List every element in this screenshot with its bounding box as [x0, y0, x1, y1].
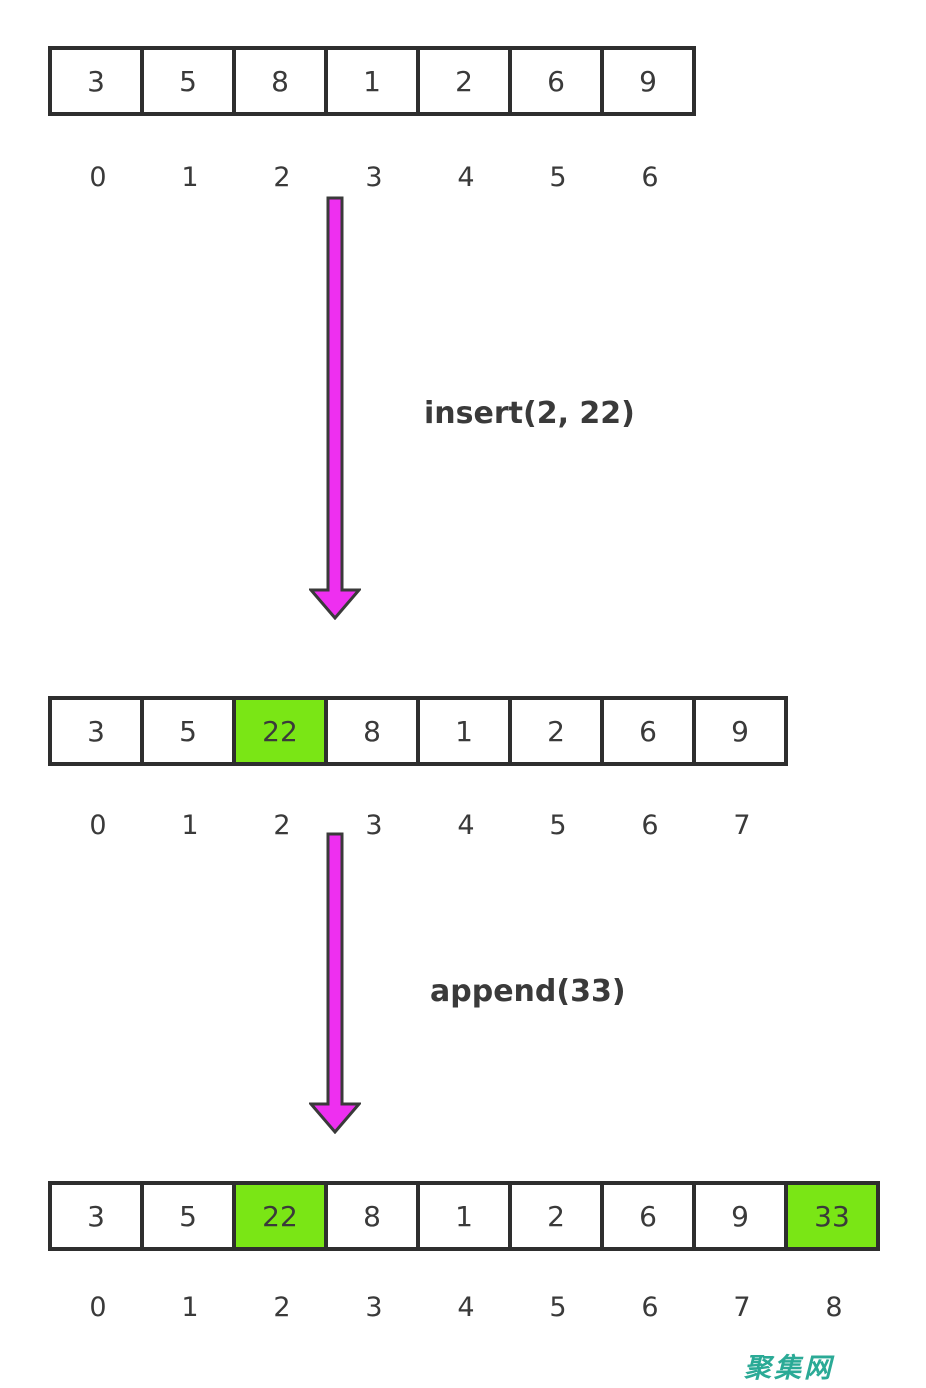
operation-label-append: append(33)	[430, 974, 626, 1009]
index-label: 6	[641, 1292, 659, 1323]
index-label: 0	[89, 162, 107, 193]
index-label: 2	[273, 162, 291, 193]
index-label: 2	[273, 1292, 291, 1323]
operation-label-insert: insert(2, 22)	[424, 396, 635, 431]
index-label: 3	[365, 162, 383, 193]
array-cell-inserted: 22	[232, 700, 324, 762]
index-label: 0	[89, 1292, 107, 1323]
index-label: 8	[825, 1292, 843, 1323]
index-label: 1	[181, 162, 199, 193]
index-row-initial: 0 1 2 3 4 5 6	[52, 162, 696, 193]
array-cell: 1	[324, 50, 416, 112]
index-label: 2	[273, 810, 291, 841]
index-label: 5	[549, 810, 567, 841]
index-label: 7	[733, 810, 751, 841]
array-initial: 3 5 8 1 2 6 9	[48, 46, 696, 116]
array-cell-appended: 33	[784, 1185, 876, 1247]
array-cell: 9	[600, 50, 692, 112]
array-cell: 2	[508, 1185, 600, 1247]
array-cell: 6	[508, 50, 600, 112]
index-label: 0	[89, 810, 107, 841]
index-label: 7	[733, 1292, 751, 1323]
index-label: 5	[549, 162, 567, 193]
index-row-after-insert: 0 1 2 3 4 5 6 7	[52, 810, 788, 841]
array-after-insert: 3 5 22 8 1 2 6 9	[48, 696, 788, 766]
index-label: 5	[549, 1292, 567, 1323]
array-cell: 9	[692, 700, 784, 762]
watermark-logo: 聚集网	[744, 1353, 834, 1384]
index-label: 6	[641, 162, 659, 193]
array-cell: 8	[324, 700, 416, 762]
array-cell: 6	[600, 1185, 692, 1247]
array-cell: 8	[324, 1185, 416, 1247]
array-cell: 8	[232, 50, 324, 112]
array-cell: 5	[140, 700, 232, 762]
index-label: 4	[457, 1292, 475, 1323]
array-cell: 3	[52, 50, 140, 112]
array-cell: 1	[416, 700, 508, 762]
array-cell: 2	[508, 700, 600, 762]
index-row-after-append: 0 1 2 3 4 5 6 7 8	[52, 1292, 880, 1323]
index-label: 4	[457, 162, 475, 193]
array-cell: 1	[416, 1185, 508, 1247]
array-cell: 2	[416, 50, 508, 112]
array-cell-inserted: 22	[232, 1185, 324, 1247]
index-label: 1	[181, 1292, 199, 1323]
array-cell: 3	[52, 1185, 140, 1247]
array-cell: 5	[140, 1185, 232, 1247]
array-cell: 6	[600, 700, 692, 762]
array-cell: 5	[140, 50, 232, 112]
index-label: 3	[365, 1292, 383, 1323]
index-label: 1	[181, 810, 199, 841]
down-arrow-icon	[309, 196, 361, 620]
index-label: 6	[641, 810, 659, 841]
array-after-append: 3 5 22 8 1 2 6 9 33	[48, 1181, 880, 1251]
index-label: 4	[457, 810, 475, 841]
array-cell: 9	[692, 1185, 784, 1247]
index-label: 3	[365, 810, 383, 841]
down-arrow-icon	[309, 832, 361, 1134]
array-cell: 3	[52, 700, 140, 762]
